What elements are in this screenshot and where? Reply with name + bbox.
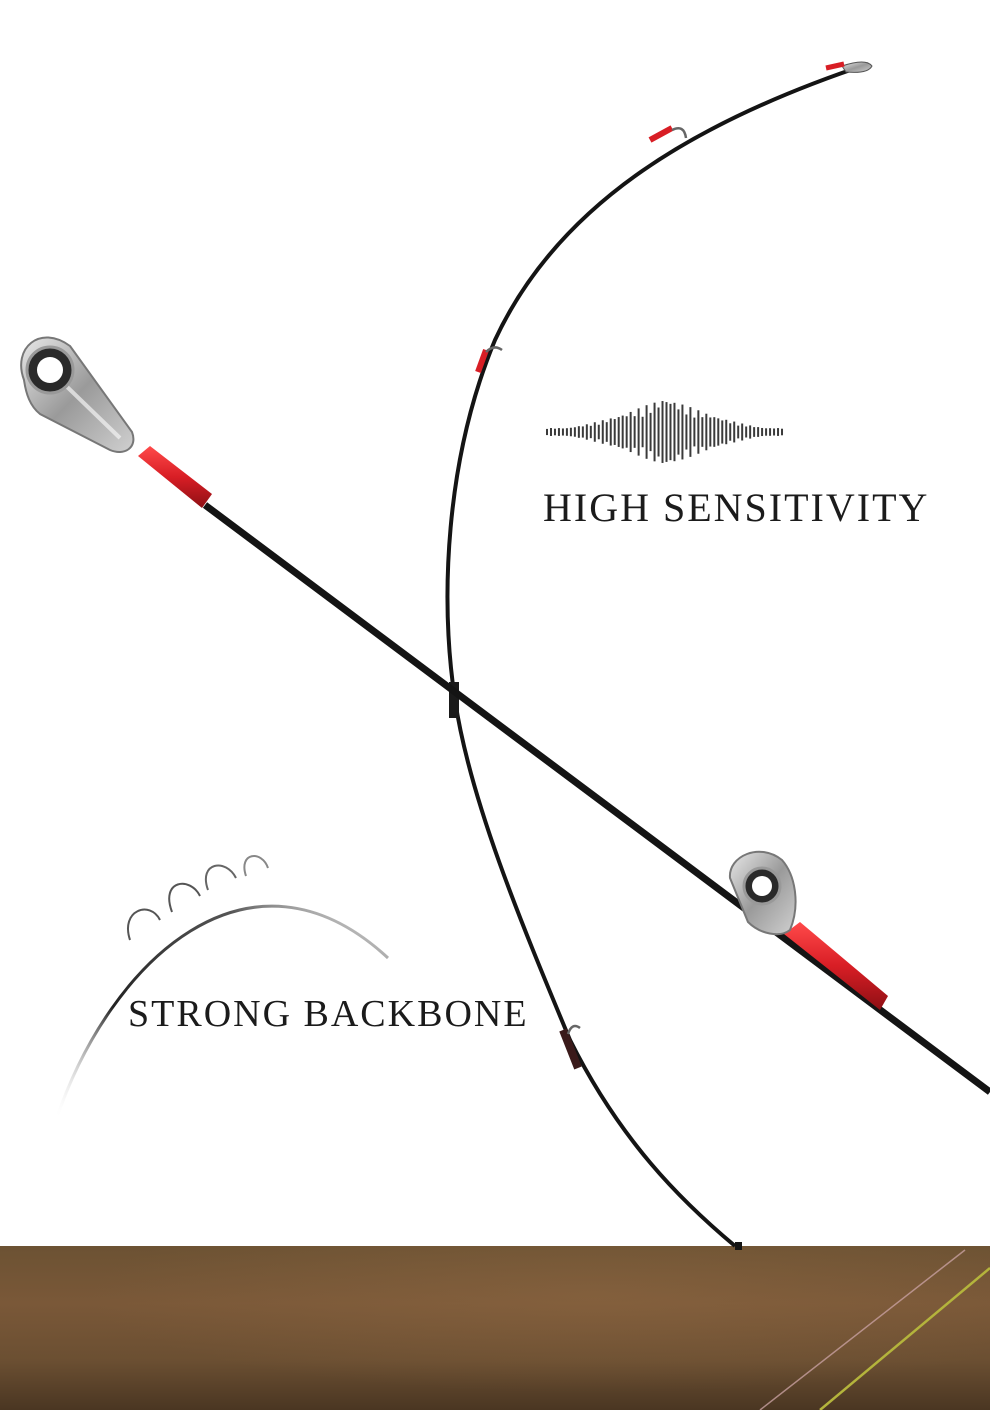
mid-guide-icon (728, 850, 797, 936)
backdrop-band (0, 1246, 990, 1410)
sound-wave-icon (546, 401, 784, 463)
small-guide-icon (566, 1024, 581, 1035)
curved-rod (445, 61, 873, 1250)
large-guide-icon (20, 336, 135, 453)
straight-rod (20, 336, 990, 1095)
tip-top-icon (841, 61, 873, 73)
small-guide-icon (671, 127, 688, 139)
small-guide-icon (485, 346, 503, 353)
feature-label-strong-backbone: STRONG BACKBONE (128, 993, 529, 1035)
fishing-line-yellow (819, 1267, 990, 1410)
feature-label-high-sensitivity: HIGH SENSITIVITY (543, 485, 930, 530)
bending-rod-icon (54, 855, 390, 1121)
fishing-line-pink (759, 1249, 966, 1410)
